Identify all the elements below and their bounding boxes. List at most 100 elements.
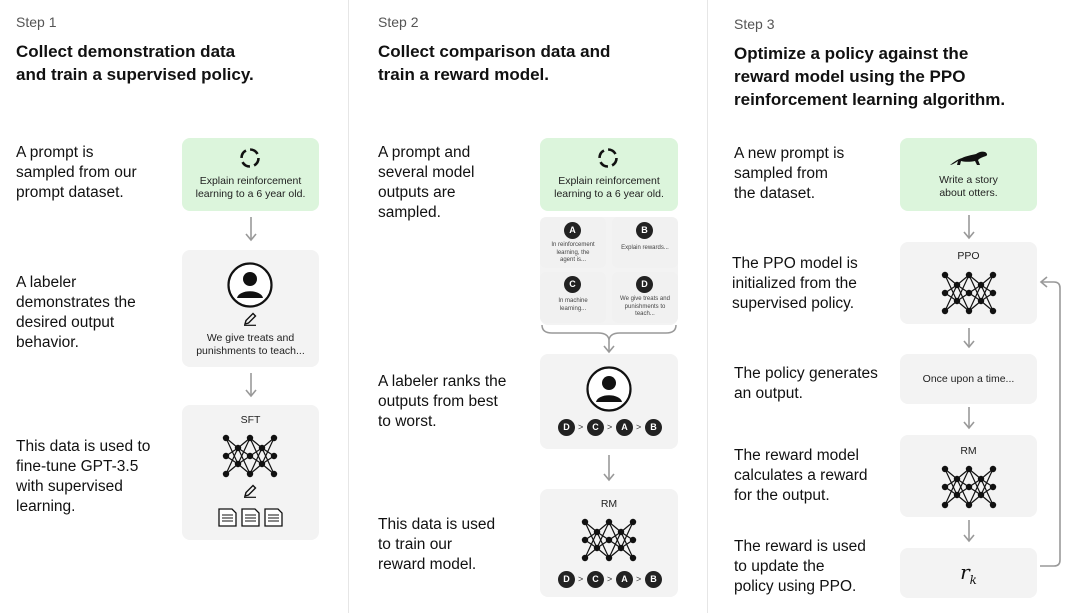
prompt-text: Explain reinforcement learning to a 6 ye… bbox=[182, 175, 319, 201]
down-arrow-icon bbox=[963, 520, 975, 543]
output-line: We give treats and bbox=[620, 296, 670, 302]
refresh-icon bbox=[598, 148, 618, 168]
step-description: This data is used to fine-tune GPT-3.5 w… bbox=[16, 437, 150, 517]
ranking-card: D > C > A > B bbox=[540, 354, 678, 449]
rank-separator: > bbox=[636, 574, 642, 584]
desc-line: initialized from the bbox=[732, 275, 857, 292]
step-label: Step 3 bbox=[734, 16, 775, 32]
output-card-c: C In machine learning... bbox=[540, 272, 606, 323]
output-line: In machine bbox=[558, 298, 588, 304]
reward-letter: r bbox=[960, 560, 970, 584]
person-icon bbox=[586, 366, 632, 412]
step-description: The reward is used to update the policy … bbox=[734, 537, 866, 597]
outputs-grid: A In reinforcement learning, the agent i… bbox=[540, 217, 678, 325]
refresh-icon bbox=[240, 148, 260, 168]
output-card-a: A In reinforcement learning, the agent i… bbox=[540, 217, 606, 268]
desc-line: supervised policy. bbox=[732, 295, 855, 312]
desc-line: The policy generates bbox=[734, 365, 878, 382]
desc-line: outputs are bbox=[378, 184, 456, 201]
reward-subscript: k bbox=[969, 573, 977, 587]
title-line: and train a supervised policy. bbox=[16, 65, 254, 84]
demo-line: punishments to teach... bbox=[196, 345, 305, 357]
neural-network-icon bbox=[941, 465, 997, 509]
rank-letter: D bbox=[558, 419, 575, 436]
pencil-icon bbox=[243, 312, 257, 326]
title-line: reinforcement learning algorithm. bbox=[734, 90, 1006, 109]
desc-line: to update the bbox=[734, 558, 825, 575]
desc-line: sampled from our bbox=[16, 164, 137, 181]
desc-line: The reward is used bbox=[734, 538, 866, 555]
desc-line: policy using PPO. bbox=[734, 578, 857, 595]
desc-line: calculates a reward bbox=[734, 467, 868, 484]
column-divider bbox=[348, 0, 349, 613]
brace-arrow-icon bbox=[541, 324, 677, 354]
title-line: Collect demonstration data bbox=[16, 42, 236, 61]
desc-line: A labeler ranks the bbox=[378, 373, 507, 390]
column-divider bbox=[707, 0, 708, 613]
desc-line: This data is used bbox=[378, 516, 496, 533]
step-description: The PPO model is initialized from the su… bbox=[732, 254, 858, 314]
feedback-loop-arrow-icon bbox=[1039, 276, 1061, 567]
desc-line: A labeler bbox=[16, 274, 77, 291]
sft-model-card: SFT bbox=[182, 405, 319, 540]
reward-symbol: rk bbox=[900, 560, 1037, 587]
title-line: train a reward model. bbox=[378, 65, 549, 84]
desc-line: desired output bbox=[16, 314, 115, 331]
desc-line: behavior. bbox=[16, 334, 79, 351]
step-description: A prompt is sampled from our prompt data… bbox=[16, 143, 137, 203]
rank-letter: A bbox=[616, 419, 633, 436]
output-line: learning, the bbox=[556, 249, 590, 256]
output-text: We give treats and punishments to teach.… bbox=[612, 296, 678, 319]
output-text: In reinforcement learning, the agent is.… bbox=[540, 242, 606, 265]
neural-network-icon bbox=[941, 271, 997, 315]
desc-line: fine-tune GPT-3.5 bbox=[16, 458, 139, 475]
prompt-line: learning to a 6 year old. bbox=[554, 188, 664, 200]
output-letter: A bbox=[564, 222, 581, 239]
neural-network-icon bbox=[581, 518, 637, 562]
rank-letter: B bbox=[645, 419, 662, 436]
neural-network-icon bbox=[222, 434, 278, 478]
desc-line: This data is used to bbox=[16, 438, 151, 455]
output-line: punishments to bbox=[624, 303, 666, 310]
desc-line: an output. bbox=[734, 385, 803, 402]
output-letter: C bbox=[564, 276, 581, 293]
prompt-text: Explain reinforcement learning to a 6 ye… bbox=[540, 175, 678, 201]
output-line: In reinforcement bbox=[551, 242, 595, 248]
down-arrow-icon bbox=[963, 407, 975, 430]
output-text: Once upon a time... bbox=[922, 373, 1015, 385]
desc-line: sampled. bbox=[378, 204, 441, 221]
reward-model-card: RM D > C > A > B bbox=[540, 489, 678, 597]
rank-letter: A bbox=[616, 571, 633, 588]
rank-separator: > bbox=[607, 422, 613, 432]
rank-letter: C bbox=[587, 571, 604, 588]
step-description: A labeler demonstrates the desired outpu… bbox=[16, 273, 136, 353]
step-title: Collect comparison data and train a rewa… bbox=[378, 40, 610, 86]
pencil-icon bbox=[243, 484, 257, 498]
desc-line: with supervised bbox=[16, 478, 123, 495]
output-card-b: B Explain rewards... bbox=[612, 217, 678, 268]
down-arrow-icon bbox=[245, 217, 257, 242]
demo-line: We give treats and bbox=[206, 332, 295, 344]
rank-separator: > bbox=[636, 422, 642, 432]
step-description: A labeler ranks the outputs from best to… bbox=[378, 372, 506, 432]
demo-text: We give treats and punishments to teach.… bbox=[182, 332, 319, 358]
output-letter: D bbox=[636, 276, 653, 293]
output-line: Explain rewards... bbox=[621, 245, 669, 251]
desc-line: A prompt and bbox=[378, 144, 471, 161]
desc-line: A prompt is bbox=[16, 144, 94, 161]
desc-line: A new prompt is bbox=[734, 145, 845, 162]
prompt-card: Explain reinforcement learning to a 6 ye… bbox=[540, 138, 678, 211]
output-card-d: D We give treats and punishments to teac… bbox=[612, 272, 678, 323]
desc-line: prompt dataset. bbox=[16, 184, 124, 201]
desc-line: The PPO model is bbox=[732, 255, 858, 272]
desc-line: sampled from bbox=[734, 165, 828, 182]
step-description: This data is used to train our reward mo… bbox=[378, 515, 495, 575]
prompt-line: Explain reinforcement bbox=[558, 175, 660, 187]
rank-separator: > bbox=[578, 422, 584, 432]
model-label: PPO bbox=[957, 250, 980, 262]
prompt-line: learning to a 6 year old. bbox=[195, 188, 306, 200]
rank-letter: D bbox=[558, 571, 575, 588]
step-description: A new prompt is sampled from the dataset… bbox=[734, 144, 844, 204]
down-arrow-icon bbox=[603, 455, 615, 482]
otter-icon bbox=[950, 151, 988, 165]
